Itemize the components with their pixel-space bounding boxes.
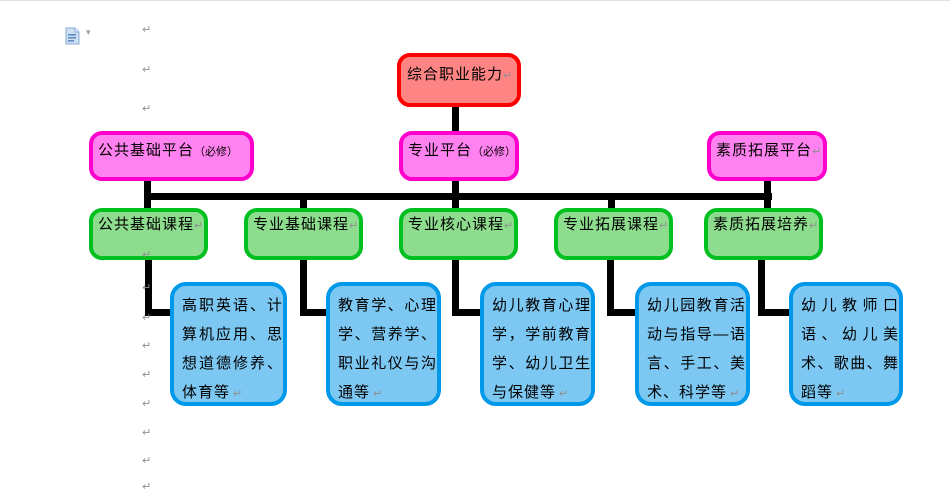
connector-platform1-down[interactable]: [144, 178, 151, 210]
connector-course1-to-detail1[interactable]: [145, 257, 173, 316]
course-box[interactable]: 公共基础课程↵: [89, 208, 208, 260]
paragraph-mark: ↵: [809, 219, 819, 232]
paragraph-mark: ↵: [233, 387, 243, 400]
connector-course4-to-detail4[interactable]: [607, 257, 639, 316]
paragraph-mark: ↵: [503, 69, 513, 82]
paragraph-mark: ↵: [142, 368, 152, 381]
connector-course5-to-detail5[interactable]: [758, 257, 793, 316]
detail-box[interactable]: 高职英语、计算机应用、思想道德修养、体育等↵: [170, 282, 287, 406]
connector-platform3-down[interactable]: [764, 178, 771, 210]
connector-course3-to-detail3[interactable]: [452, 257, 484, 316]
connector-stub-course4[interactable]: [608, 193, 615, 210]
paragraph-mark: ↵: [812, 145, 822, 158]
root-label: 综合职业能力: [407, 66, 504, 83]
paragraph-mark: ↵: [349, 219, 359, 232]
connector-stub-course2[interactable]: [300, 193, 307, 210]
connector-platform2-down[interactable]: [452, 178, 459, 210]
detail-text: 高职英语、计算机应用、思想道德修养、体育等: [182, 297, 283, 401]
paragraph-mark: ↵: [142, 311, 152, 324]
course-box[interactable]: 专业拓展课程↵: [554, 208, 673, 260]
detail-box[interactable]: 幼儿园教育活动与指导—语言、手工、美术、科学等↵: [635, 282, 750, 406]
detail-text: 幼儿教育心理学，学前教育学、幼儿卫生与保健等: [492, 297, 591, 401]
course-label: 专业拓展课程: [563, 216, 660, 233]
paragraph-mark: ↵: [142, 397, 152, 410]
paragraph-mark: ↵: [373, 387, 383, 400]
paragraph-mark: ↵: [142, 102, 152, 115]
platform-label: 专业平台: [408, 142, 473, 159]
course-label: 素质拓展培养: [713, 216, 810, 233]
platform-suffix: （必修）: [194, 146, 239, 158]
paragraph-mark: ↵: [142, 63, 152, 76]
root-box[interactable]: 综合职业能力↵: [397, 53, 521, 107]
detail-text: 教育学、心理学、营养学、职业礼仪与沟通等: [338, 297, 437, 401]
paragraph-mark: ↵: [194, 219, 204, 232]
paragraph-mark: ↵: [142, 426, 152, 439]
connector-root-to-major-platform[interactable]: [452, 105, 459, 134]
course-label: 专业基础课程: [253, 216, 350, 233]
paragraph-mark: ↵: [142, 454, 152, 467]
paragraph-mark: ↵: [836, 387, 846, 400]
platform-box[interactable]: 素质拓展平台↵: [707, 131, 827, 181]
platform-box[interactable]: 专业平台（必修）: [399, 131, 519, 181]
course-box[interactable]: 专业核心课程↵: [399, 208, 518, 260]
detail-box[interactable]: 教育学、心理学、营养学、职业礼仪与沟通等↵: [326, 282, 441, 406]
platform-label: 素质拓展平台: [716, 142, 813, 159]
course-label: 专业核心课程: [408, 216, 505, 233]
paragraph-mark: ↵: [504, 219, 514, 232]
detail-box[interactable]: 幼儿教师口语、幼儿美术、歌曲、舞蹈等↵: [789, 282, 903, 406]
detail-text: 幼儿教师口语、幼儿美术、歌曲、舞蹈等: [801, 297, 899, 401]
paragraph-mark: ↵: [142, 339, 152, 352]
course-box[interactable]: 专业基础课程↵: [244, 208, 363, 260]
platform-label: 公共基础平台: [98, 142, 195, 159]
course-label: 公共基础课程: [98, 216, 195, 233]
paragraph-mark: ↵: [142, 281, 152, 294]
paragraph-mark: ↵: [730, 387, 740, 400]
paragraph-mark: ↵: [659, 219, 669, 232]
paste-options-icon[interactable]: [63, 27, 81, 45]
detail-text: 幼儿园教育活动与指导—语言、手工、美术、科学等: [647, 297, 746, 401]
paragraph-mark: ↵: [142, 480, 152, 493]
paragraph-mark: ↵: [142, 248, 152, 261]
chevron-down-icon[interactable]: ▾: [86, 28, 91, 38]
platform-suffix: （必修）: [472, 146, 517, 158]
paragraph-mark: ↵: [142, 23, 152, 36]
detail-box[interactable]: 幼儿教育心理学，学前教育学、幼儿卫生与保健等↵: [480, 282, 595, 406]
paragraph-mark: ↵: [559, 387, 569, 400]
platform-box[interactable]: 公共基础平台（必修）: [89, 131, 254, 181]
course-box[interactable]: 素质拓展培养↵: [704, 208, 823, 260]
connector-course2-to-detail2[interactable]: [300, 257, 330, 316]
